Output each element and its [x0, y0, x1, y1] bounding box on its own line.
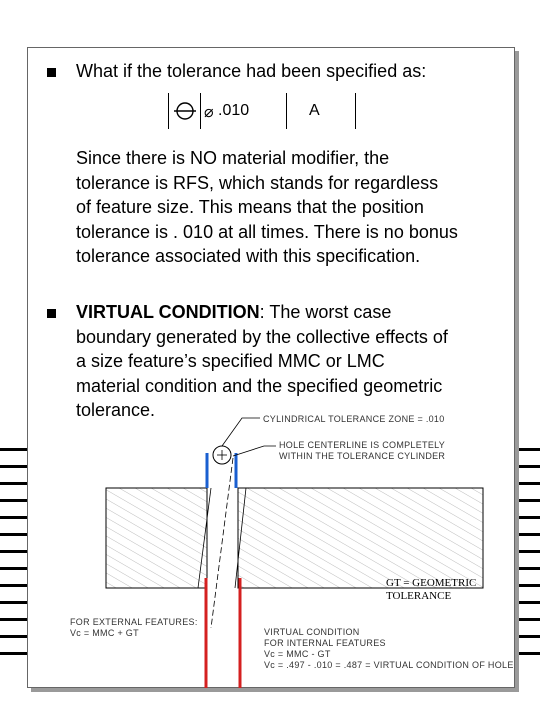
slide: What if the tolerance had been specified… [27, 47, 515, 688]
bullet-1-text: What if the tolerance had been specified… [76, 61, 427, 81]
right-edge-lines [504, 448, 540, 669]
position-icon [174, 102, 196, 120]
tolerance-value: .010 [218, 102, 250, 119]
leader-mid [232, 445, 276, 457]
virtual-condition-term: VIRTUAL CONDITION [76, 302, 260, 322]
bullet-marker-1 [47, 68, 56, 77]
callout-tolerance-zone: CYLINDRICAL TOLERANCE ZONE = .010 [263, 414, 445, 424]
external-features-note: FOR EXTERNAL FEATURES: Vc = MMC + GT [70, 617, 198, 638]
virtual-condition-diagram [105, 417, 484, 688]
paragraph-line: tolerance associated with this specifica… [76, 246, 421, 266]
diameter-symbol: ⌀ [204, 104, 214, 121]
left-edge-lines [0, 448, 36, 669]
fcf-divider-1 [200, 93, 201, 129]
leader-top [221, 417, 260, 447]
bullet-2-line-1: : The worst case [259, 302, 392, 322]
internal-features-note: VIRTUAL CONDITION FOR INTERNAL FEATURES … [264, 627, 514, 670]
callout-centerline: HOLE CENTERLINE IS COMPLETELY WITHIN THE… [279, 440, 446, 461]
bullet-2-line: material condition and the specified geo… [76, 375, 443, 396]
part-block-right [237, 487, 484, 589]
bullet-2-line: a size feature’s specified MMC or LMC [76, 351, 385, 371]
hole-centerline [210, 457, 234, 629]
rfs-paragraph: Since there is NO material modifier, the… [76, 146, 458, 269]
bullet-2-line: boundary generated by the collective eff… [76, 326, 448, 347]
part-block-left [105, 487, 208, 589]
bullet-2-line: tolerance. [76, 400, 156, 420]
paragraph-line: of feature size. This means that the pos… [76, 197, 424, 217]
feature-control-frame: ⌀ .010 A [168, 93, 356, 129]
paragraph-line: Since there is NO material modifier, the [76, 148, 390, 168]
paragraph-line: tolerance is . 010 at all times. There i… [76, 221, 458, 242]
bullet-marker-2 [47, 309, 56, 318]
paragraph-line: tolerance is RFS, which stands for regar… [76, 172, 439, 193]
fcf-divider-2 [286, 93, 287, 129]
datum-letter: A [309, 102, 320, 119]
gt-note: GT = GEOMETRIC TOLERANCE [386, 577, 477, 602]
bullet-2-text: VIRTUAL CONDITION: The worst case bounda… [76, 300, 448, 423]
